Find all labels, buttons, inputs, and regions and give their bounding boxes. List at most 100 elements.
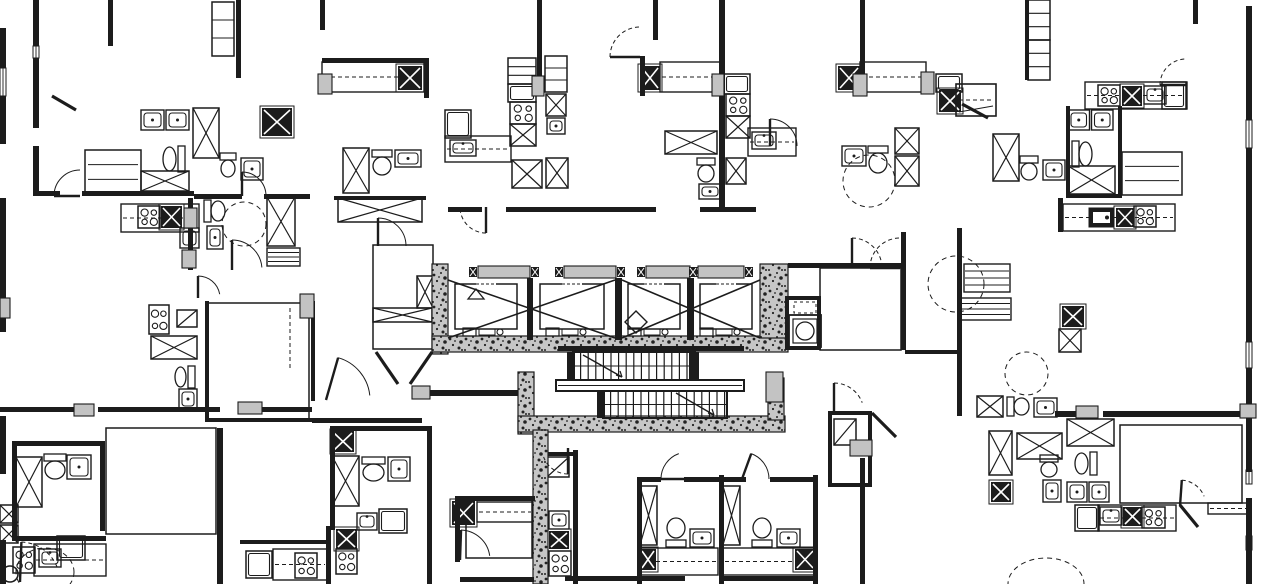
burner-icon (1155, 510, 1162, 517)
wall (573, 450, 578, 584)
burner-icon (1144, 509, 1154, 518)
door-jamb (299, 293, 315, 319)
shelf-symbol (176, 309, 198, 328)
toilet-tank (187, 365, 196, 389)
line (372, 307, 433, 323)
wall (770, 477, 817, 482)
line (555, 267, 563, 277)
arrow (711, 408, 715, 416)
closet-x-symbol (992, 133, 1020, 182)
vanity-symbol (1033, 397, 1058, 418)
turning-circle (15, 547, 75, 584)
appliance-frame (1120, 504, 1145, 529)
closet-x-symbol (976, 395, 1004, 418)
burner-icon (338, 552, 347, 561)
closet-x-symbol (0, 524, 19, 544)
closet-x-symbol (988, 430, 1013, 476)
drain-dot (1050, 489, 1054, 493)
door-jamb (765, 371, 784, 403)
wall (33, 58, 39, 128)
line (1058, 328, 1082, 353)
appliance-frame (259, 105, 295, 139)
door-jamb (411, 385, 431, 400)
door-jamb (849, 439, 873, 457)
door-leaf (408, 351, 434, 385)
wall (12, 536, 106, 541)
burner-icon (160, 310, 167, 317)
basin (1036, 400, 1055, 415)
vanity-symbol (546, 117, 566, 135)
closet-x-symbol (894, 155, 920, 187)
wall (330, 426, 432, 431)
wall (905, 350, 961, 354)
vanity-symbol (394, 149, 422, 168)
door-leaf (1178, 503, 1200, 529)
wall (264, 194, 310, 199)
wall (1103, 411, 1243, 417)
door-operator (627, 327, 642, 337)
wall (817, 296, 821, 350)
chute-circle (795, 321, 815, 341)
door-arc (833, 382, 863, 403)
burner-icon (729, 106, 737, 114)
door-sill (478, 328, 496, 336)
elevator-door-header (645, 265, 691, 279)
wall (1066, 106, 1070, 198)
burner-icon (151, 322, 159, 330)
wall (0, 96, 6, 144)
fridge-inner (247, 552, 271, 577)
vanity-symbol (1042, 159, 1066, 181)
door-sill (561, 328, 579, 336)
line (992, 483, 1010, 501)
turning-circle (927, 255, 985, 313)
burner-icon (346, 562, 356, 572)
door-sill (643, 328, 661, 336)
closet-x-symbol (150, 335, 198, 360)
vanity-symbol (66, 454, 92, 480)
burner-icon (140, 208, 149, 217)
vanity-symbol (1088, 481, 1110, 503)
line (531, 267, 539, 277)
line (722, 485, 741, 546)
toilet-bowl (44, 460, 66, 480)
burner-icon (25, 551, 33, 559)
line (150, 335, 198, 360)
toilet-bowl (210, 200, 226, 222)
elevator-door-header (563, 265, 617, 279)
drain-dot (397, 467, 401, 471)
wall (548, 452, 578, 456)
door-jamb (181, 249, 197, 269)
line (1124, 508, 1141, 525)
line (637, 267, 645, 277)
kitchen-sink-symbol (1143, 85, 1167, 105)
stove-symbol (294, 552, 318, 579)
toilet-bowl (1020, 162, 1038, 181)
burner-icon (551, 554, 560, 563)
appliance-frame (988, 479, 1014, 505)
wall (188, 198, 193, 270)
line (192, 107, 220, 159)
burner-icon (740, 97, 747, 104)
door-leaf (1178, 479, 1184, 507)
door-arc (869, 237, 901, 269)
line (399, 67, 421, 89)
wall (506, 207, 656, 212)
door-arc (53, 169, 81, 197)
basin (549, 120, 563, 132)
closet-x-symbol (511, 159, 543, 189)
wall (1055, 411, 1085, 417)
drain-dot (406, 157, 410, 160)
basin (701, 186, 719, 197)
wall (1246, 498, 1252, 584)
drain-dot (1097, 490, 1101, 494)
basin (181, 391, 195, 407)
closet-x-symbol (545, 93, 567, 117)
drain-dot (852, 154, 856, 158)
vanity-symbol (165, 109, 190, 131)
arrow (707, 412, 715, 416)
burner-icon (1145, 216, 1154, 226)
toilet-bowl (697, 164, 715, 183)
wall (205, 418, 315, 422)
wall (785, 296, 789, 350)
wall (242, 407, 312, 412)
